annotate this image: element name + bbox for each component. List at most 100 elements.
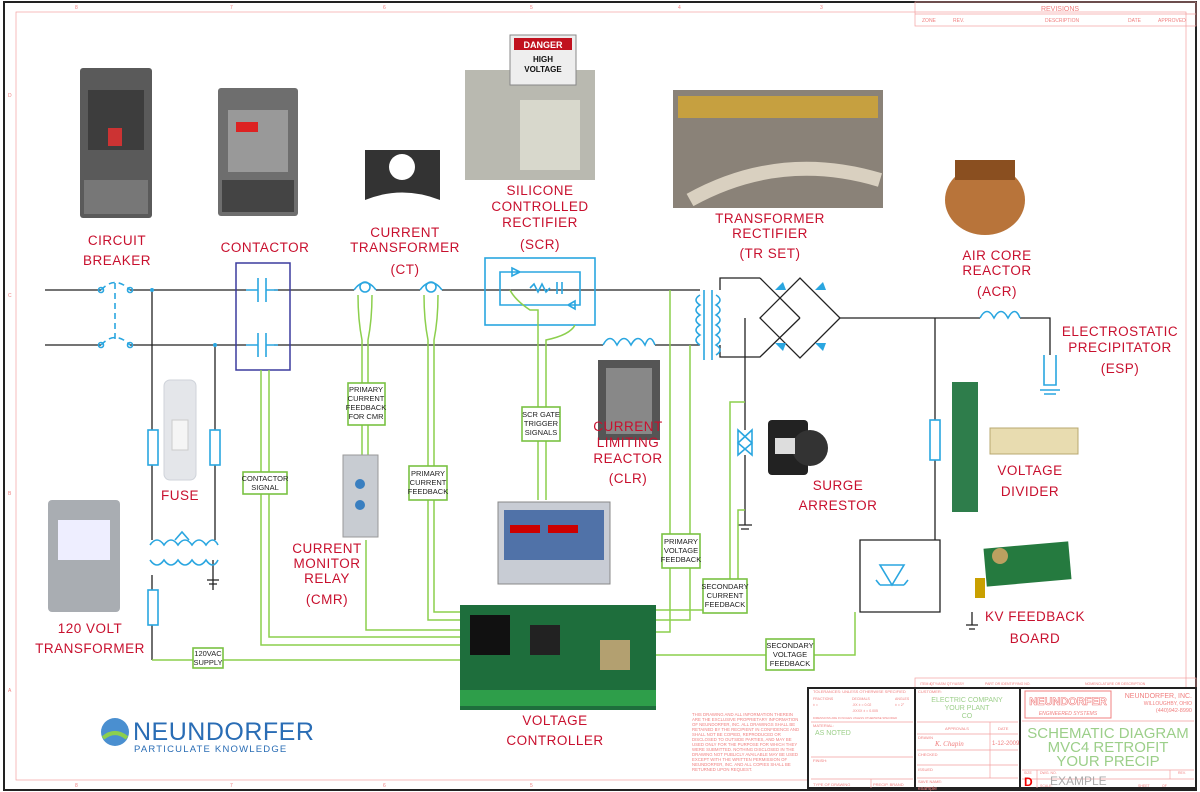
disclaimer-4: SHALL NOT BE COPIED, REPRODUCED OR bbox=[692, 732, 781, 737]
drawing-title: SCHEMATIC DIAGRAM bbox=[1027, 725, 1188, 742]
components-transformer-120v-1: TRANSFORMER bbox=[35, 641, 145, 656]
zone-col: 5 bbox=[530, 783, 533, 789]
contactor-label: CONTACTOR bbox=[221, 240, 310, 255]
component-photos: DANGER HIGH VOLTAGE bbox=[48, 34, 1079, 710]
signals-primary-current-cmr-1: CURRENT bbox=[348, 394, 385, 403]
acr-photo bbox=[945, 160, 1025, 235]
title-block-logo-sub: ENGINEERED SYSTEMS bbox=[1039, 711, 1098, 717]
title-block-fractions-4: .XXXX ± = 0.005 bbox=[852, 709, 878, 713]
contactor-photo bbox=[218, 88, 298, 216]
components-scr-2: RECTIFIER bbox=[502, 215, 578, 230]
fuse-symbol bbox=[147, 429, 159, 466]
zone-col: 5 bbox=[530, 5, 533, 11]
title-block-save-label: SAVE NAME: bbox=[918, 779, 942, 784]
signals-primary-current-cmr-0: PRIMARY bbox=[349, 385, 383, 394]
zone-col: 8 bbox=[75, 5, 78, 11]
components-acr-2: (ACR) bbox=[977, 284, 1017, 299]
zone-col: 4 bbox=[678, 5, 681, 11]
ct-symbol bbox=[353, 281, 443, 291]
bridge-diodes bbox=[775, 282, 826, 351]
title-block-logo: NEUNDORFER ENGINEERED SYSTEMS bbox=[1024, 690, 1112, 719]
signals-primary-voltage-1: VOLTAGE bbox=[664, 546, 698, 555]
signals-scr-gate-2: SIGNALS bbox=[525, 428, 558, 437]
circuit-breaker-symbol bbox=[100, 281, 131, 346]
revisions-title: REVISIONS bbox=[1041, 6, 1079, 13]
logo-name: NEUNDORFER bbox=[1029, 696, 1107, 708]
disclaimer-9: EXCEPT WITH THE WRITTEN PERMISSION OF bbox=[692, 757, 787, 762]
rev-header: ZONE bbox=[922, 18, 937, 24]
zone-row: C bbox=[8, 293, 12, 299]
scr-symbol bbox=[499, 266, 581, 311]
zone-row: D bbox=[8, 93, 12, 99]
signals-primary-current-cmr-3: FOR CMR bbox=[349, 412, 385, 421]
components-kv-feedback-1: BOARD bbox=[1010, 631, 1061, 646]
components-clr-2: REACTOR bbox=[593, 451, 662, 466]
components-acr-0: AIR CORE bbox=[962, 248, 1031, 263]
scr-box bbox=[484, 257, 596, 326]
circuit-breaker-photo bbox=[80, 68, 152, 218]
acr-symbol bbox=[979, 310, 1021, 320]
zone-col: 6 bbox=[383, 783, 386, 789]
disclaimer-5: DISCLOSED TO OUTSIDE PARTIES, AND MAY BE bbox=[692, 737, 792, 742]
power-wiring bbox=[45, 277, 1051, 660]
tr-set-photo bbox=[673, 90, 883, 208]
title-block-parts-header-1: QTY/ASM QTY/ASSY bbox=[930, 682, 965, 686]
title-block-drawn-by: K. Chapin bbox=[934, 740, 964, 748]
title-block-sheet-label: SHEET bbox=[1138, 784, 1151, 788]
components-circuit-breaker-1: BREAKER bbox=[83, 253, 151, 268]
components-esp-1: PRECIPITATOR bbox=[1068, 340, 1172, 355]
components-acr-1: REACTOR bbox=[962, 263, 1031, 278]
signals-scr-gate-1: TRIGGER bbox=[524, 419, 559, 428]
divider-resistor-symbol bbox=[929, 419, 941, 461]
ct-photo bbox=[365, 150, 440, 200]
components-tr-set-1: RECTIFIER bbox=[732, 226, 808, 241]
title-block-title-1: MVC4 RETROFIT bbox=[1048, 739, 1169, 756]
title-block-save-name: example bbox=[918, 786, 937, 792]
title-block-tolerances: TOLERANCES: UNLESS OTHERWISE SPECIFIED bbox=[813, 689, 906, 694]
title-block-date-label: DATE bbox=[998, 726, 1009, 731]
title-block-precip-label: PRECIP. BRAND bbox=[873, 782, 904, 787]
disclaimer-3: RETAINED BY THE RECIPIENT IN CONFIDENCE … bbox=[692, 727, 799, 732]
surge-arrestor-photo bbox=[768, 420, 828, 475]
kv-feedback-photo bbox=[975, 541, 1072, 598]
components-scr-3: (SCR) bbox=[520, 237, 560, 252]
signals-secondary-voltage-0: SECONDARY bbox=[766, 641, 813, 650]
title-block-dims-note: DIMENSIONS ARE IN INCHES UNLESS OTHERWIS… bbox=[813, 716, 897, 720]
rev-header: DATE bbox=[1128, 18, 1142, 24]
components-current-transformer-2: (CT) bbox=[391, 262, 420, 277]
zone-markers: 8 7 6 5 4 3 8 7 6 5 D C B A bbox=[8, 5, 823, 789]
voltage-divider-photo bbox=[952, 382, 1079, 512]
components-clr-3: (CLR) bbox=[609, 471, 648, 486]
components-voltage-controller-1: CONTROLLER bbox=[506, 733, 603, 748]
revisions-table: REVISIONS ZONE REV. DESCRIPTION DATE APP… bbox=[914, 1, 1197, 27]
signals-primary-current-2: FEEDBACK bbox=[408, 487, 448, 496]
title-block-fractions-3: .XX ± = 0.02 bbox=[852, 703, 871, 707]
zone-row: A bbox=[8, 688, 12, 694]
disclaimer-1: ARE THE EXCLUSIVE PROPRIETARY INFORMATIO… bbox=[692, 717, 798, 722]
title-block-fractions-1: ± = bbox=[813, 703, 818, 707]
contactor-symbol bbox=[246, 278, 278, 357]
signals-secondary-voltage-2: FEEDBACK bbox=[770, 659, 810, 668]
zone-col: 8 bbox=[75, 783, 78, 789]
tr-transformer-symbol bbox=[695, 290, 721, 360]
zone-row: B bbox=[8, 491, 12, 497]
title-block-customer-label: CUSTOMER: bbox=[918, 689, 942, 694]
components-cmr-1: MONITOR bbox=[294, 556, 361, 571]
signals-secondary-voltage-1: VOLTAGE bbox=[773, 650, 807, 659]
title-block-approvals: APPROVALS bbox=[945, 726, 969, 731]
title-block-finish-label: FINISH: bbox=[813, 758, 827, 763]
signals-secondary-current-0: SECONDARY bbox=[701, 582, 748, 591]
disclaimer-10: NEUNDORFER, INC. AND ALL COPIES SHALL BE bbox=[692, 762, 791, 767]
